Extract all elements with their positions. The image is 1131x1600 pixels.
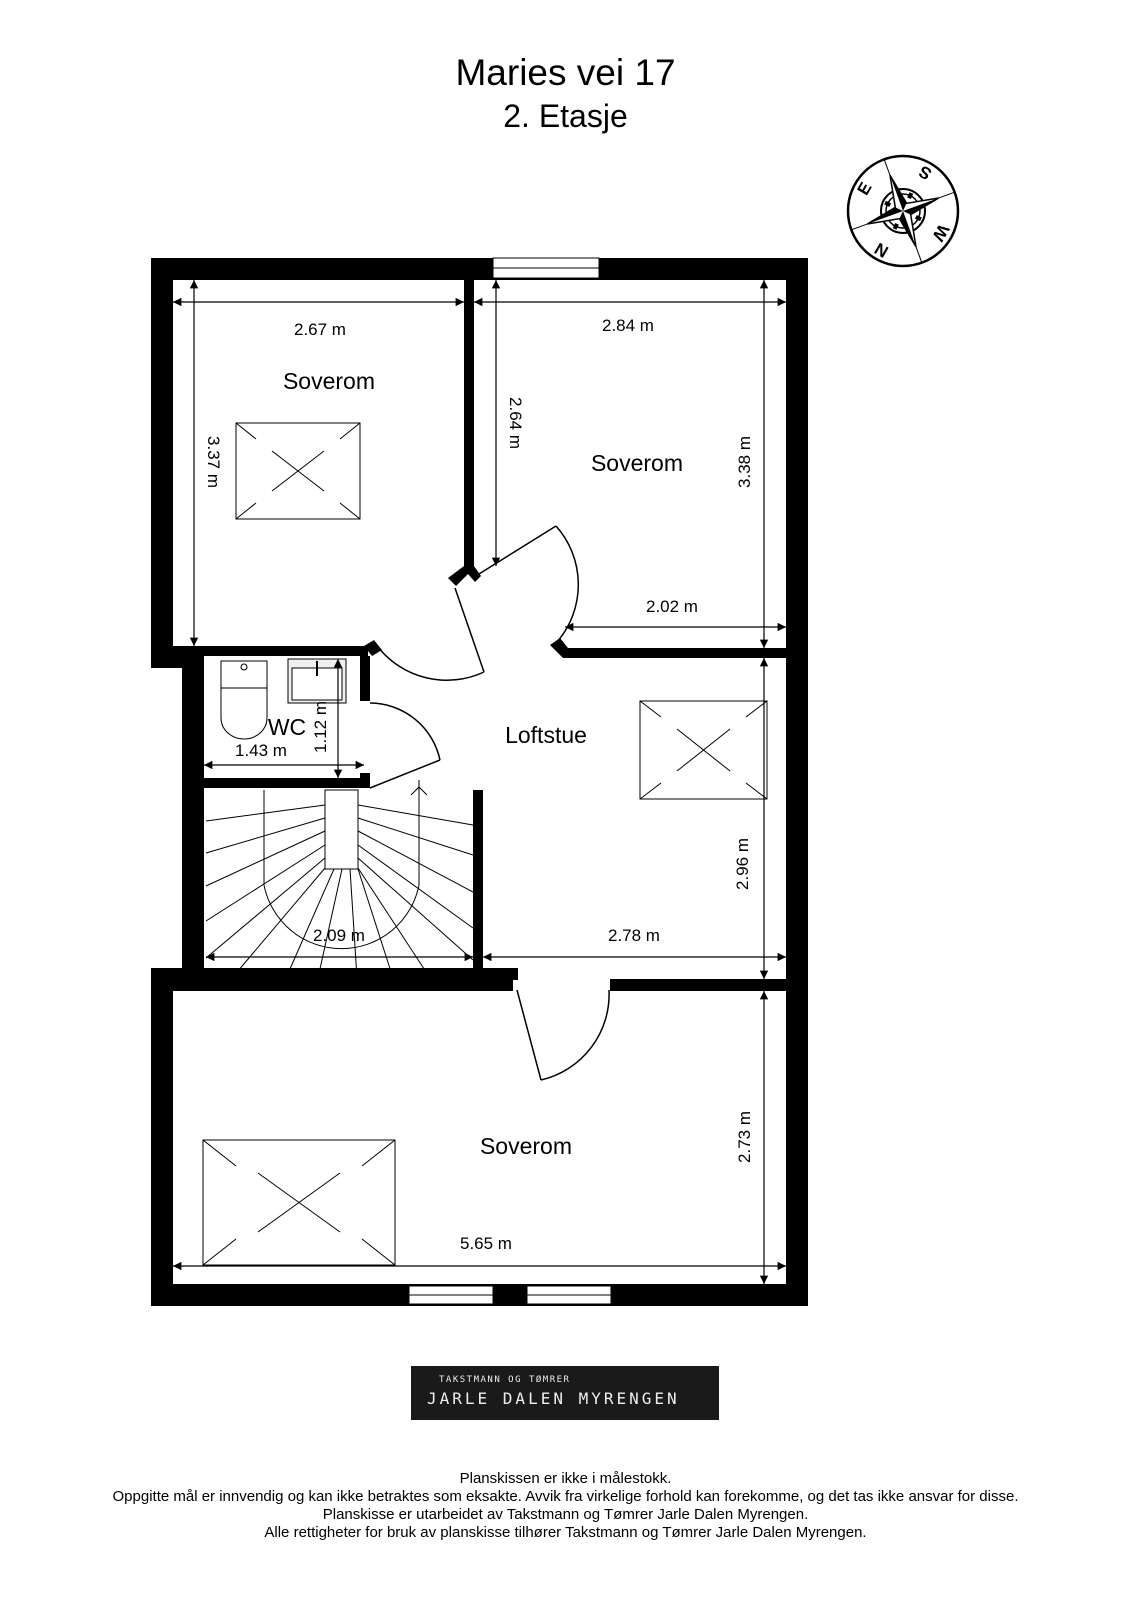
dim-soverom2-inner-width: 2.02 m — [646, 597, 698, 616]
room-label-loftstue: Loftstue — [505, 722, 587, 748]
doors — [369, 525, 610, 1081]
door-wc — [369, 759, 441, 789]
dim-soverom2-inner-depth: 2.64 m — [506, 397, 525, 449]
footer-line: Alle rettigheter for bruk av planskisse … — [264, 1524, 867, 1541]
dim-soverom1-width: 2.67 m — [294, 320, 346, 339]
staircase — [205, 780, 474, 979]
room-label-soverom-1: Soverom — [283, 368, 375, 394]
compass-icon: N E S W — [846, 154, 960, 268]
logo-line1: TAKSTMANN OG TØMRER — [439, 1375, 571, 1385]
door-bedroom3 — [516, 989, 542, 1081]
window-top — [492, 257, 600, 279]
dim-wc-width: 1.43 m — [235, 741, 287, 760]
dim-soverom3-width: 5.65 m — [460, 1234, 512, 1253]
dim-soverom3-depth: 2.73 m — [735, 1111, 754, 1163]
exterior-walls — [151, 258, 808, 1306]
room-label-wc: WC — [268, 714, 306, 740]
door-bedroom2 — [478, 525, 557, 575]
dim-loftstue-depth: 2.96 m — [733, 838, 752, 890]
dim-loftstue-width: 2.78 m — [608, 926, 660, 945]
disclaimer-footer: Planskissen er ikke i målestokk. Oppgitt… — [0, 1470, 1131, 1542]
dim-soverom1-depth: 3.37 m — [204, 436, 223, 488]
company-logo: TAKSTMANN OG TØMRER JARLE DALEN MYRENGEN — [411, 1366, 719, 1420]
room-label-soverom-3: Soverom — [480, 1133, 572, 1159]
footer-line: Planskisse er utarbeidet av Takstmann og… — [322, 1506, 809, 1523]
skylight — [235, 422, 361, 520]
footer-line: Oppgitte mål er innvendig og kan ikke be… — [112, 1488, 1019, 1505]
dim-soverom2-width: 2.84 m — [602, 316, 654, 335]
window-bottom — [408, 1285, 612, 1305]
door-bedroom1 — [454, 587, 485, 673]
skylight — [639, 700, 768, 800]
footer-line: Planskissen er ikke i målestokk. — [459, 1470, 672, 1487]
dim-stairs-width: 2.09 m — [313, 926, 365, 945]
toilet-icon — [220, 660, 268, 740]
address-title: Maries vei 17 — [455, 52, 676, 93]
dim-wc-depth: 1.12 m — [311, 701, 330, 753]
skylight — [202, 1139, 396, 1266]
logo-line2: JARLE DALEN MYRENGEN — [427, 1389, 680, 1408]
interior-walls — [173, 278, 787, 991]
dim-soverom2-depth: 3.38 m — [735, 436, 754, 488]
dimension-lines — [173, 280, 786, 1284]
room-label-soverom-2: Soverom — [591, 450, 683, 476]
floor-title: 2. Etasje — [503, 98, 628, 134]
sink-icon — [287, 658, 347, 704]
